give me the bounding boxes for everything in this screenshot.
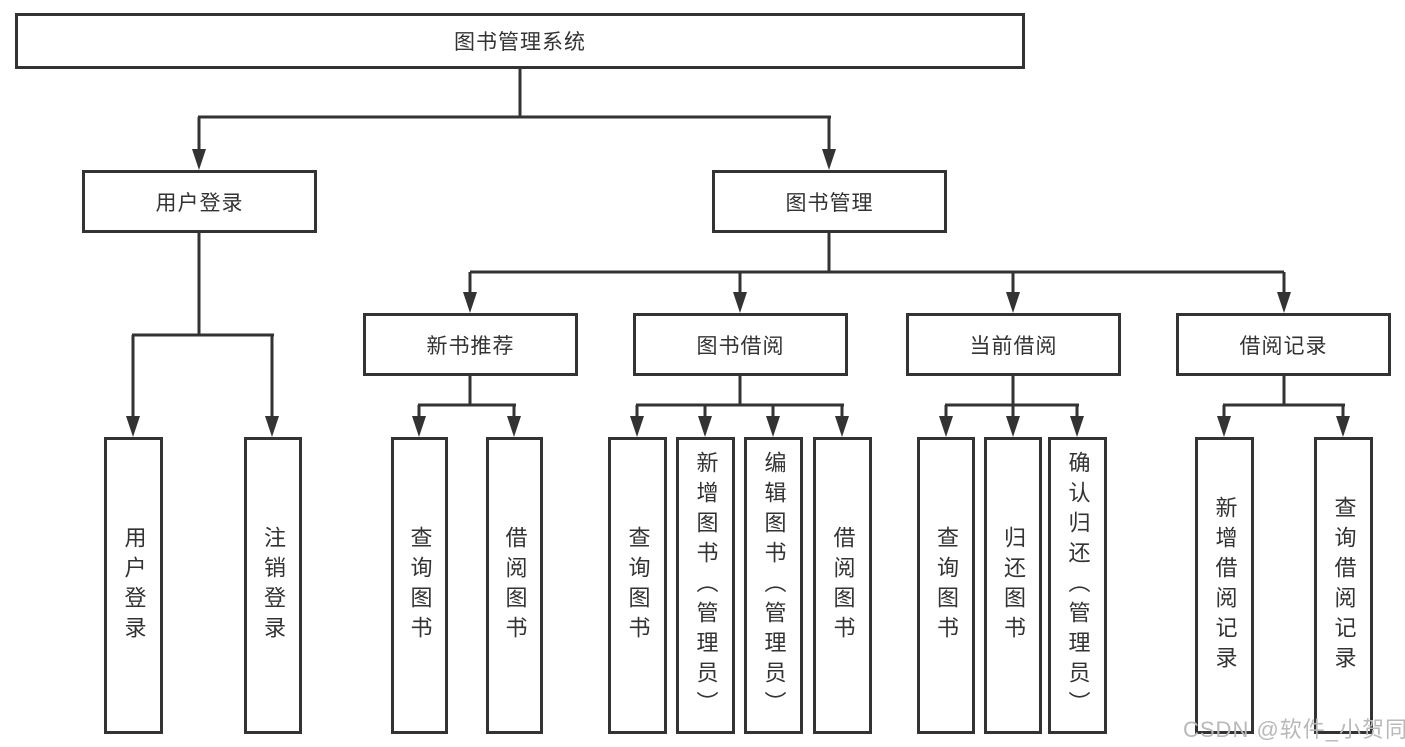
node-book-borrowing: 图书借阅 [633, 313, 848, 376]
leaf-newbook-query-books: 查询图书 [391, 437, 448, 734]
leaf-current-return-books: 归还图书 [984, 437, 1042, 734]
arrowheads-level2 [192, 149, 836, 170]
leaf-borrow-add-books-admin: 新增图书（管理员） [676, 437, 735, 734]
leaf-records-query-borrow-record: 查询借阅记录 [1314, 437, 1373, 734]
connector-root-to-level2 [197, 69, 831, 154]
leaf-records-add-borrow-record: 新增借阅记录 [1195, 437, 1254, 734]
node-new-book-recommend: 新书推荐 [363, 313, 578, 376]
arrowheads-records-leaves [1217, 416, 1350, 437]
leaf-current-query-books: 查询图书 [917, 437, 975, 734]
node-current-borrowing: 当前借阅 [906, 313, 1121, 376]
csdn-watermark: CSDN @软件_小贺同学 [1183, 717, 1405, 742]
leaf-newbook-borrow-books: 借阅图书 [486, 437, 543, 734]
arrowheads-level3 [463, 292, 1291, 313]
arrowheads-newbook-leaves [412, 416, 521, 437]
leaf-borrow-query-books: 查询图书 [608, 437, 667, 734]
arrowheads-borrow-leaves [630, 416, 849, 437]
connector-userlogin-to-leaves [131, 233, 274, 419]
leaf-borrow-edit-books-admin: 编辑图书（管理员） [744, 437, 803, 734]
connector-records-to-leaves [1222, 376, 1345, 419]
connector-bookmgmt-to-level3 [468, 233, 1286, 295]
node-user-login: 用户登录 [82, 170, 317, 233]
leaf-current-confirm-return-admin: 确认归还（管理员） [1048, 437, 1107, 734]
connector-newbook-to-leaves [417, 376, 516, 419]
node-book-management: 图书管理 [712, 170, 947, 233]
connector-borrow-to-leaves [635, 376, 844, 419]
arrowheads-current-leaves [939, 416, 1084, 437]
node-borrowing-records: 借阅记录 [1176, 313, 1391, 376]
leaf-logout-login: 注销登录 [244, 437, 302, 734]
leaf-user-login: 用户登录 [104, 437, 163, 734]
node-library-management-system: 图书管理系统 [15, 13, 1025, 69]
connector-current-to-leaves [944, 376, 1079, 419]
arrowheads-userlogin-leaves [126, 416, 279, 437]
leaf-borrow-borrow-books: 借阅图书 [813, 437, 872, 734]
